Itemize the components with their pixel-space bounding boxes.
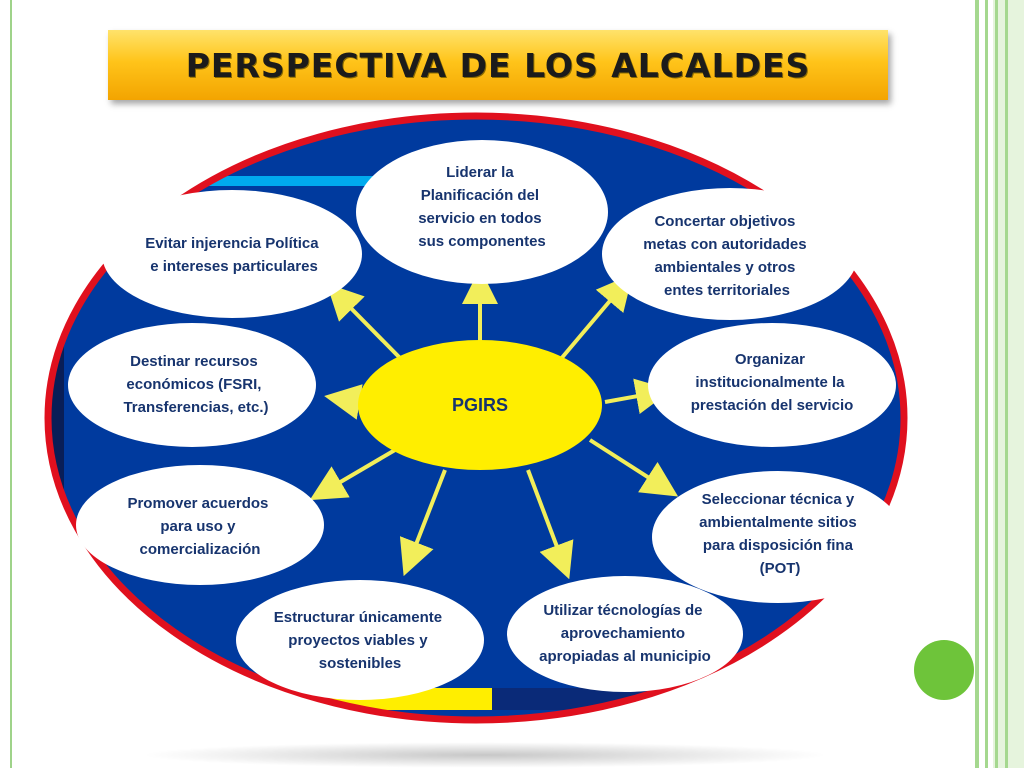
node-bottom-right-bubble — [507, 576, 743, 692]
node-top-right-text: Concertar objetivos metas con autoridade… — [643, 213, 811, 299]
node-lower-left-text: Promover acuerdos para uso y comercializ… — [127, 495, 272, 558]
arrows — [309, 268, 679, 580]
node-top-left-bubble — [102, 190, 362, 318]
node-top-left-text: Evitar injerencia Política e intereses p… — [145, 235, 323, 275]
green-circle-decoration — [914, 640, 974, 700]
node-texts: Liderar la Planificación del servicio en… — [123, 164, 861, 672]
arrow-top-left — [326, 283, 402, 360]
arrow-left — [324, 384, 363, 420]
node-lower-right-text: Seleccionar técnica y ambientalmente sit… — [699, 491, 861, 577]
arrow-lower-left — [309, 448, 397, 501]
node-top-right-bubble — [602, 188, 858, 320]
arrow-bottom-right — [526, 469, 574, 580]
arrow-top-right — [558, 273, 633, 362]
node-right-text: Organizar institucionalmente la prestaci… — [691, 351, 854, 414]
node-bottom-left-bubble — [236, 580, 484, 700]
node-left-bubble — [68, 323, 316, 447]
node-top-text: Liderar la Planificación del servicio en… — [418, 164, 546, 250]
left-border-line — [10, 0, 12, 768]
slide-title: PERSPECTIVA DE LOS ALCALDES — [185, 45, 811, 85]
arrow-bottom-left — [399, 469, 447, 577]
node-left-text: Destinar recursos económicos (FSRI, Tran… — [123, 353, 268, 416]
right-decorative-stripes — [975, 0, 1024, 768]
hub-label: PGIRS — [452, 395, 508, 415]
title-banner: PERSPECTIVA DE LOS ALCALDES — [108, 30, 888, 100]
node-lower-right-bubble — [652, 471, 904, 603]
hub-ellipse — [358, 340, 602, 470]
node-bubbles — [68, 140, 904, 700]
node-top-bubble — [356, 140, 608, 284]
node-bottom-right-text: Utilizar técnologías de aprovechamiento … — [539, 602, 711, 665]
arrow-lower-right — [588, 438, 679, 497]
oval-drop-shadow — [140, 742, 830, 768]
red-oval-frame — [44, 112, 908, 724]
node-bottom-left-text: Estructurar únicamente proyectos viables… — [274, 609, 447, 672]
node-lower-left-bubble — [76, 465, 324, 585]
node-right-bubble — [648, 323, 896, 447]
